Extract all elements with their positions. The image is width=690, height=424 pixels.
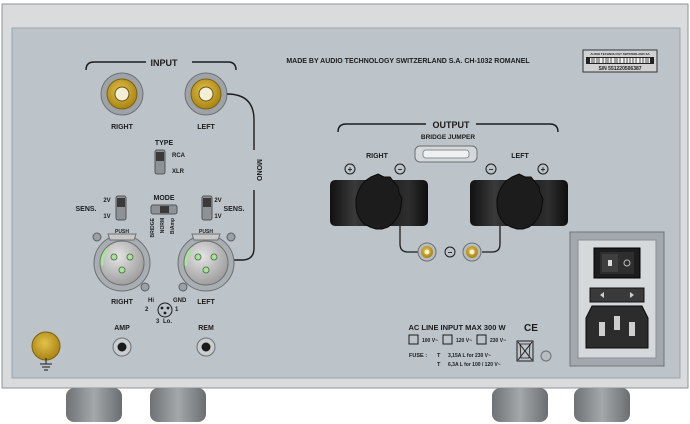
power-switch[interactable] [593,247,641,279]
polarity-plus-right [344,163,356,175]
rca-jack-left[interactable] [184,72,228,116]
panel-screw [540,350,552,362]
sens-left-label: SENS. [223,206,244,213]
sens-left-switch-lever [203,198,211,207]
type-rca-label: RCA [172,153,186,159]
polarity-plus-right-text: + [348,165,353,174]
mono-link-line [226,93,255,261]
polarity-minus-left [485,163,497,175]
speaker-right-label: RIGHT [366,153,389,160]
pinout-pin2: 2 [145,307,149,313]
xlr-jack-right[interactable] [92,232,151,292]
bridge-output-socket-minus[interactable] [462,242,482,262]
voltage-box-230 [476,334,487,345]
iec-power-socket[interactable] [585,305,649,349]
fuse-label: FUSE : [409,353,427,359]
voltage-box-120 [442,334,453,345]
type-label: TYPE [155,140,174,147]
serial-number-plate [582,49,658,73]
mono-label: MONO [255,159,262,181]
rem-label: REM [198,325,214,332]
manufacturer-text: MADE BY AUDIO TECHNOLOGY SWITZERLAND S.A… [286,58,530,65]
xlr-jack-left[interactable] [177,232,236,292]
xlr-left-label: LEFT [197,299,215,306]
sens-left-1v: 1V [214,214,221,220]
rca-right-label: RIGHT [111,124,134,131]
speaker-terminal-left[interactable] [470,173,568,230]
pinout-pin1: 1 [175,307,179,313]
xlr-pinout-diagram [157,302,173,318]
sens-right-2v: 2V [103,198,110,204]
output-bracket [337,123,559,133]
bridge-jumper-slot [422,149,470,159]
xlr-right-label: RIGHT [111,299,134,306]
sens-right-1v: 1V [103,214,110,220]
fuse-drawer[interactable] [589,287,645,303]
fuse-type-2: T [437,362,441,368]
speaker-left-label: LEFT [511,153,529,160]
xlr-right-push-label: PUSH [115,229,129,235]
feet [66,388,630,422]
polarity-minus-right-text: − [398,165,403,174]
pinout-gnd-label: GND [173,298,187,304]
polarity-plus-left [537,163,549,175]
mode-label: MODE [154,195,175,202]
speaker-terminal-right[interactable] [330,173,428,230]
pinout-lo-label: Lo. [163,319,172,325]
rca-left-label: LEFT [197,124,215,131]
xlr-left-push-label: PUSH [199,229,213,235]
polarity-minus-left-text: − [489,165,494,174]
ground-terminal[interactable] [31,331,61,371]
serial-number: S/N 551220506387 [598,66,641,72]
fuse-rating-2: 6,3A L for 100 / 120 V~ [448,362,501,368]
polarity-plus-left-text: + [541,165,546,174]
input-bracket [85,61,237,71]
sens-right-label: SENS. [75,206,96,213]
input-heading: INPUT [151,58,179,68]
sens-left-2v: 2V [214,198,221,204]
mode-bridge-label: BRIDGE [150,217,156,237]
bridge-output-socket-plus[interactable] [417,242,437,262]
output-heading: OUTPUT [433,120,471,130]
voltage-box-100 [408,334,419,345]
pinout-hi-label: Hi [148,298,154,304]
mode-norm-label: NORM [160,218,166,233]
rem-trigger-jack[interactable] [196,337,216,357]
voltage-230-label: 230 V~ [490,338,506,344]
fuse-type-1: T [437,353,441,359]
pinout-pin3: 3 [156,319,160,325]
bridge-minus-mark [444,246,456,258]
bridge-jumper-label: BRIDGE JUMPER [421,134,475,141]
type-xlr-label: XLR [172,169,185,175]
mode-switch-lever [160,206,169,213]
voltage-120-label: 120 V~ [456,338,472,344]
amp-trigger-jack[interactable] [112,337,132,357]
voltage-100-label: 100 V~ [422,338,438,344]
mono-label-bg [247,150,261,190]
type-switch-lever [156,152,164,161]
serial-plate-brand: AUDIO TECHNOLOGY SWITZERLAND SA [590,52,650,56]
amp-label: AMP [114,325,130,332]
sens-right-switch-lever [117,198,125,207]
polarity-minus-right [394,163,406,175]
weee-bin-icon [516,340,534,362]
fuse-rating-1: 3,15A L for 230 V~ [448,353,491,359]
ac-line-label: AC LINE INPUT MAX 300 W [408,323,506,332]
bridge-minus-text: − [448,248,453,257]
ce-mark: CE [524,323,538,334]
rca-jack-right[interactable] [100,72,144,116]
bridge-output-lines [399,226,501,253]
mode-biamp-label: BiAmp [170,218,176,234]
